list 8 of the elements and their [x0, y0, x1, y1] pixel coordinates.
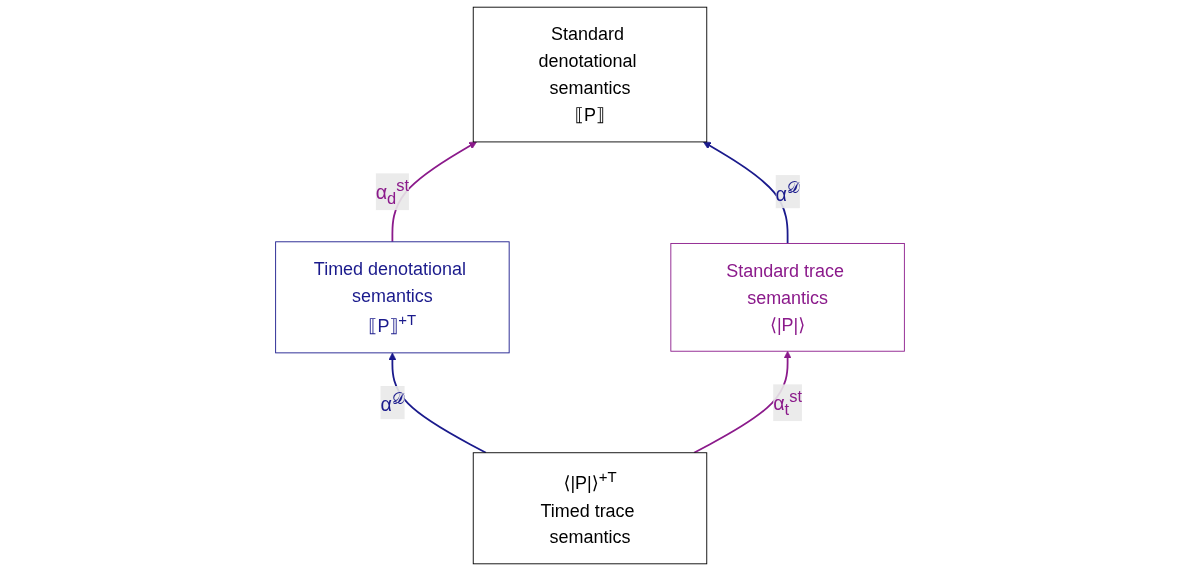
node-box: ⟨|P|⟩$^{+T}$ Timed trace semantics [472, 452, 708, 565]
arrow [703, 141, 789, 245]
edge-label: α$^{𝒟}$ [380, 388, 405, 416]
arrow [388, 352, 487, 454]
node-box: Standard denotational semantics ⟦P⟧ [472, 6, 708, 143]
edge-label: α$^{𝒟}$ [775, 177, 800, 206]
node-box: Standard trace semantics ⟨|P|⟩ [670, 243, 905, 352]
node-box: Timed denotational semantics ⟦P⟧$^{+T}$ [275, 241, 510, 354]
